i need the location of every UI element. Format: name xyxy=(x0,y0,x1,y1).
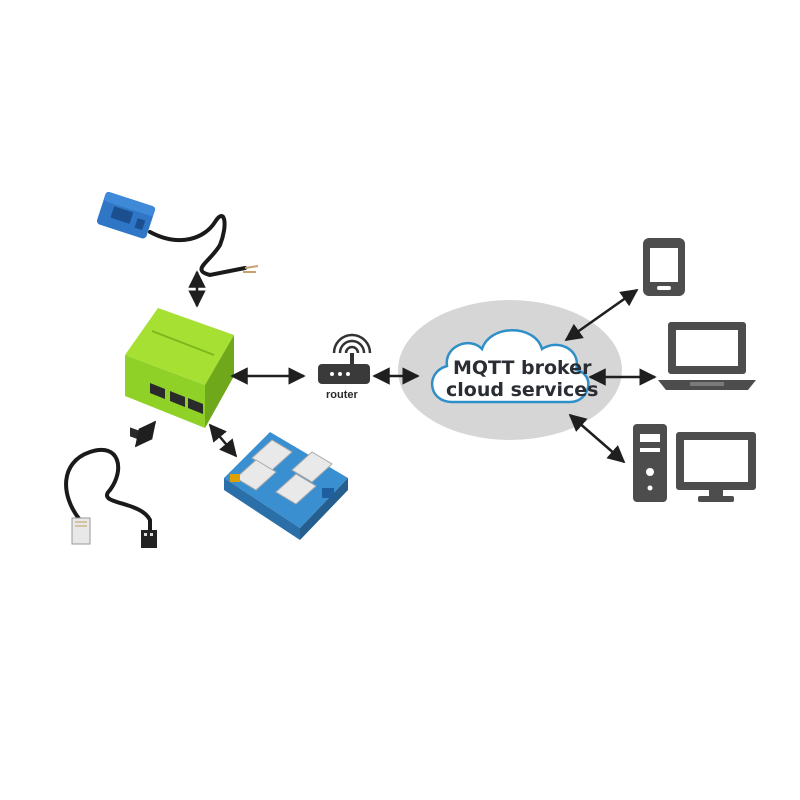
relay-board-icon xyxy=(224,432,348,540)
desktop-computer-icon xyxy=(633,424,756,502)
smartphone-icon xyxy=(643,238,685,296)
arrow-cloud-desktop xyxy=(568,413,626,464)
temperature-probe-icon xyxy=(64,448,157,548)
current-sensor-icon xyxy=(97,191,259,278)
connection-arrows xyxy=(134,270,657,464)
arrow-controller-probe xyxy=(134,420,157,448)
arrow-controller-relay xyxy=(208,423,238,458)
router-label: router xyxy=(326,389,359,401)
cloud-label-line2: cloud services xyxy=(446,379,599,401)
arrow-cloud-smartphone xyxy=(564,288,639,342)
router-icon xyxy=(318,333,372,384)
laptop-icon xyxy=(658,322,756,390)
cloud-label-line1: MQTT broker xyxy=(453,357,592,379)
iot-controller-icon xyxy=(125,308,234,442)
